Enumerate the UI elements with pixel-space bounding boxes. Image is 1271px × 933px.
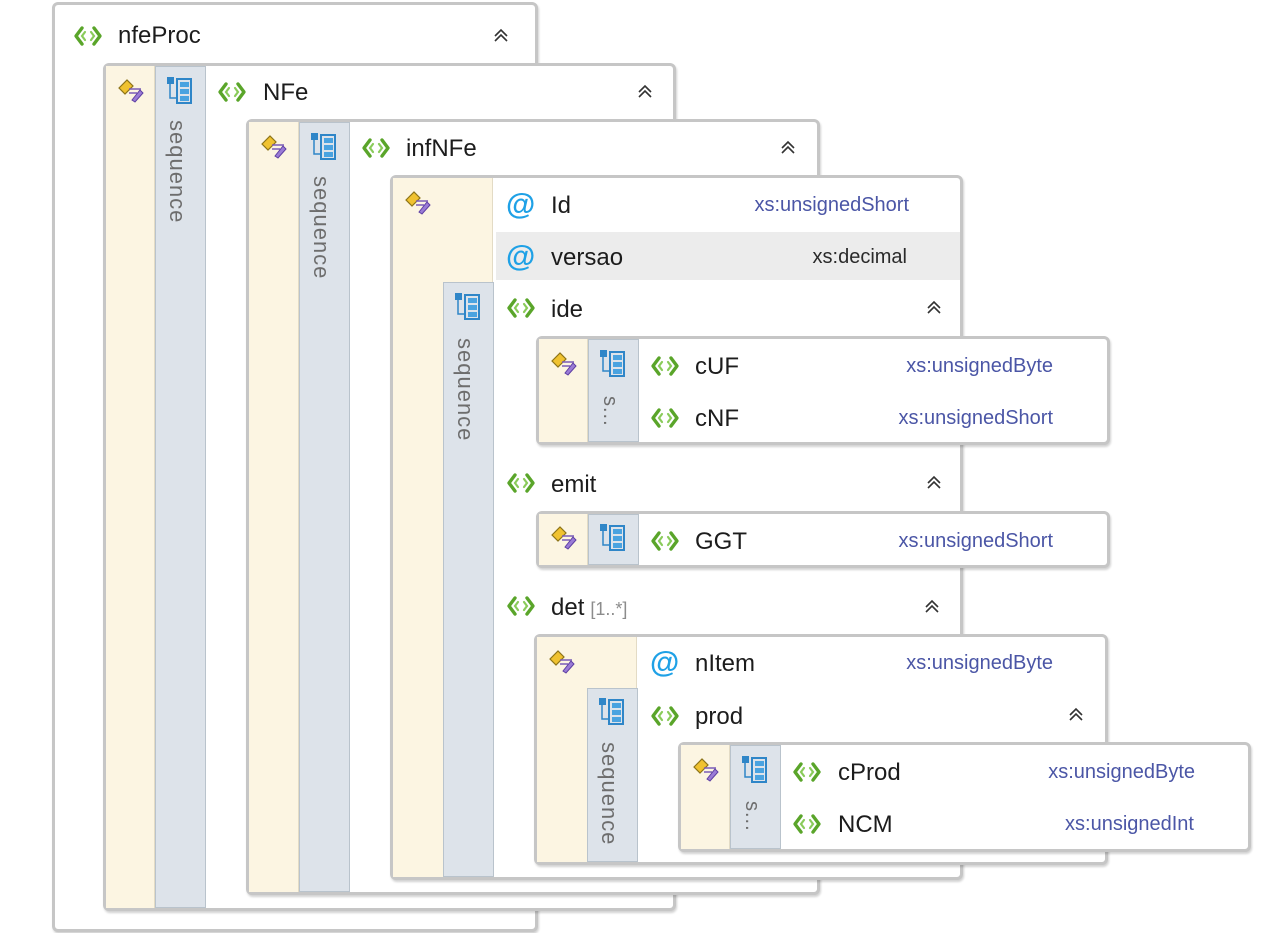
- cNF-type: xs:unsignedShort: [898, 407, 1053, 429]
- infNFe-annotation-column: [249, 122, 299, 892]
- element-icon: [74, 26, 102, 46]
- sequence-label: sequence: [309, 176, 334, 280]
- sequence-icon: [741, 755, 767, 783]
- element-icon: [793, 762, 821, 782]
- versao-label: versao: [551, 244, 624, 271]
- infNFe-sequence[interactable]: [299, 122, 350, 892]
- det-label: det[1..*]: [551, 594, 627, 622]
- collapse-icon[interactable]: [779, 138, 797, 156]
- GGT-label: GGT: [695, 528, 747, 555]
- sequence-label: sequence: [453, 338, 478, 442]
- NCM-type: xs:unsignedInt: [1065, 813, 1194, 835]
- annotation-icon: [551, 352, 577, 376]
- versao-type: xs:decimal: [812, 246, 907, 268]
- sequence-icon: [454, 292, 480, 320]
- emit-label: emit: [551, 471, 597, 498]
- infNFe-label: infNFe: [406, 135, 477, 162]
- element-icon: [651, 531, 679, 551]
- attribute-icon: @: [506, 240, 536, 273]
- collapse-icon[interactable]: [923, 597, 941, 615]
- sequence-icon: [599, 349, 625, 377]
- NFe-label: NFe: [263, 79, 309, 106]
- Id-label: Id: [551, 192, 572, 219]
- sequence-icon: [166, 76, 192, 104]
- content-sequence[interactable]: [443, 282, 494, 877]
- det-name: det: [551, 594, 585, 621]
- element-icon: [651, 356, 679, 376]
- prod-sequence[interactable]: [730, 745, 781, 849]
- sequence-label: sequence: [165, 120, 190, 224]
- nItem-type: xs:unsignedByte: [906, 652, 1053, 674]
- annotation-icon: [261, 135, 287, 159]
- sequence-label: sequence: [597, 742, 622, 846]
- annotation-icon: [551, 526, 577, 550]
- det-multiplicity: [1..*]: [590, 599, 628, 619]
- ide-label: ide: [551, 296, 584, 323]
- element-icon: [793, 814, 821, 834]
- element-icon: [362, 138, 390, 158]
- attribute-icon: @: [506, 188, 536, 221]
- collapse-icon[interactable]: [492, 26, 510, 44]
- cUF-label: cUF: [695, 353, 739, 380]
- element-icon: [507, 596, 535, 616]
- sequence-icon: [310, 132, 336, 160]
- nfeProc-label: nfeProc: [118, 22, 201, 49]
- annotation-icon: [693, 758, 719, 782]
- element-icon: [507, 473, 535, 493]
- element-icon: [651, 706, 679, 726]
- NCM-label: NCM: [838, 811, 893, 838]
- cProd-label: cProd: [838, 759, 901, 786]
- collapse-icon[interactable]: [925, 473, 943, 491]
- sequence-short-label: s...: [599, 396, 621, 427]
- cNF-label: cNF: [695, 405, 739, 432]
- sequence-short-label: s...: [741, 801, 763, 832]
- annotation-icon: [118, 79, 144, 103]
- element-icon: [218, 82, 246, 102]
- collapse-icon[interactable]: [1067, 705, 1085, 723]
- element-icon: [651, 408, 679, 428]
- NFe-sequence[interactable]: [155, 66, 206, 908]
- versao-row-highlight[interactable]: [496, 232, 960, 280]
- GGT-type: xs:unsignedShort: [898, 530, 1053, 552]
- Id-type: xs:unsignedShort: [754, 194, 909, 216]
- prod-label: prod: [695, 703, 744, 730]
- element-icon: [507, 298, 535, 318]
- cProd-type: xs:unsignedByte: [1048, 761, 1195, 783]
- sequence-icon: [599, 523, 625, 551]
- collapse-icon[interactable]: [636, 82, 654, 100]
- sequence-icon: [598, 697, 624, 725]
- annotation-icon: [405, 191, 431, 215]
- emit-sequence[interactable]: [588, 514, 639, 565]
- annotation-icon: [549, 650, 575, 674]
- NFe-annotation-column: [106, 66, 155, 908]
- attribute-icon: @: [650, 646, 680, 679]
- cUF-type: xs:unsignedByte: [906, 355, 1053, 377]
- nItem-label: nItem: [695, 650, 756, 677]
- collapse-icon[interactable]: [925, 298, 943, 316]
